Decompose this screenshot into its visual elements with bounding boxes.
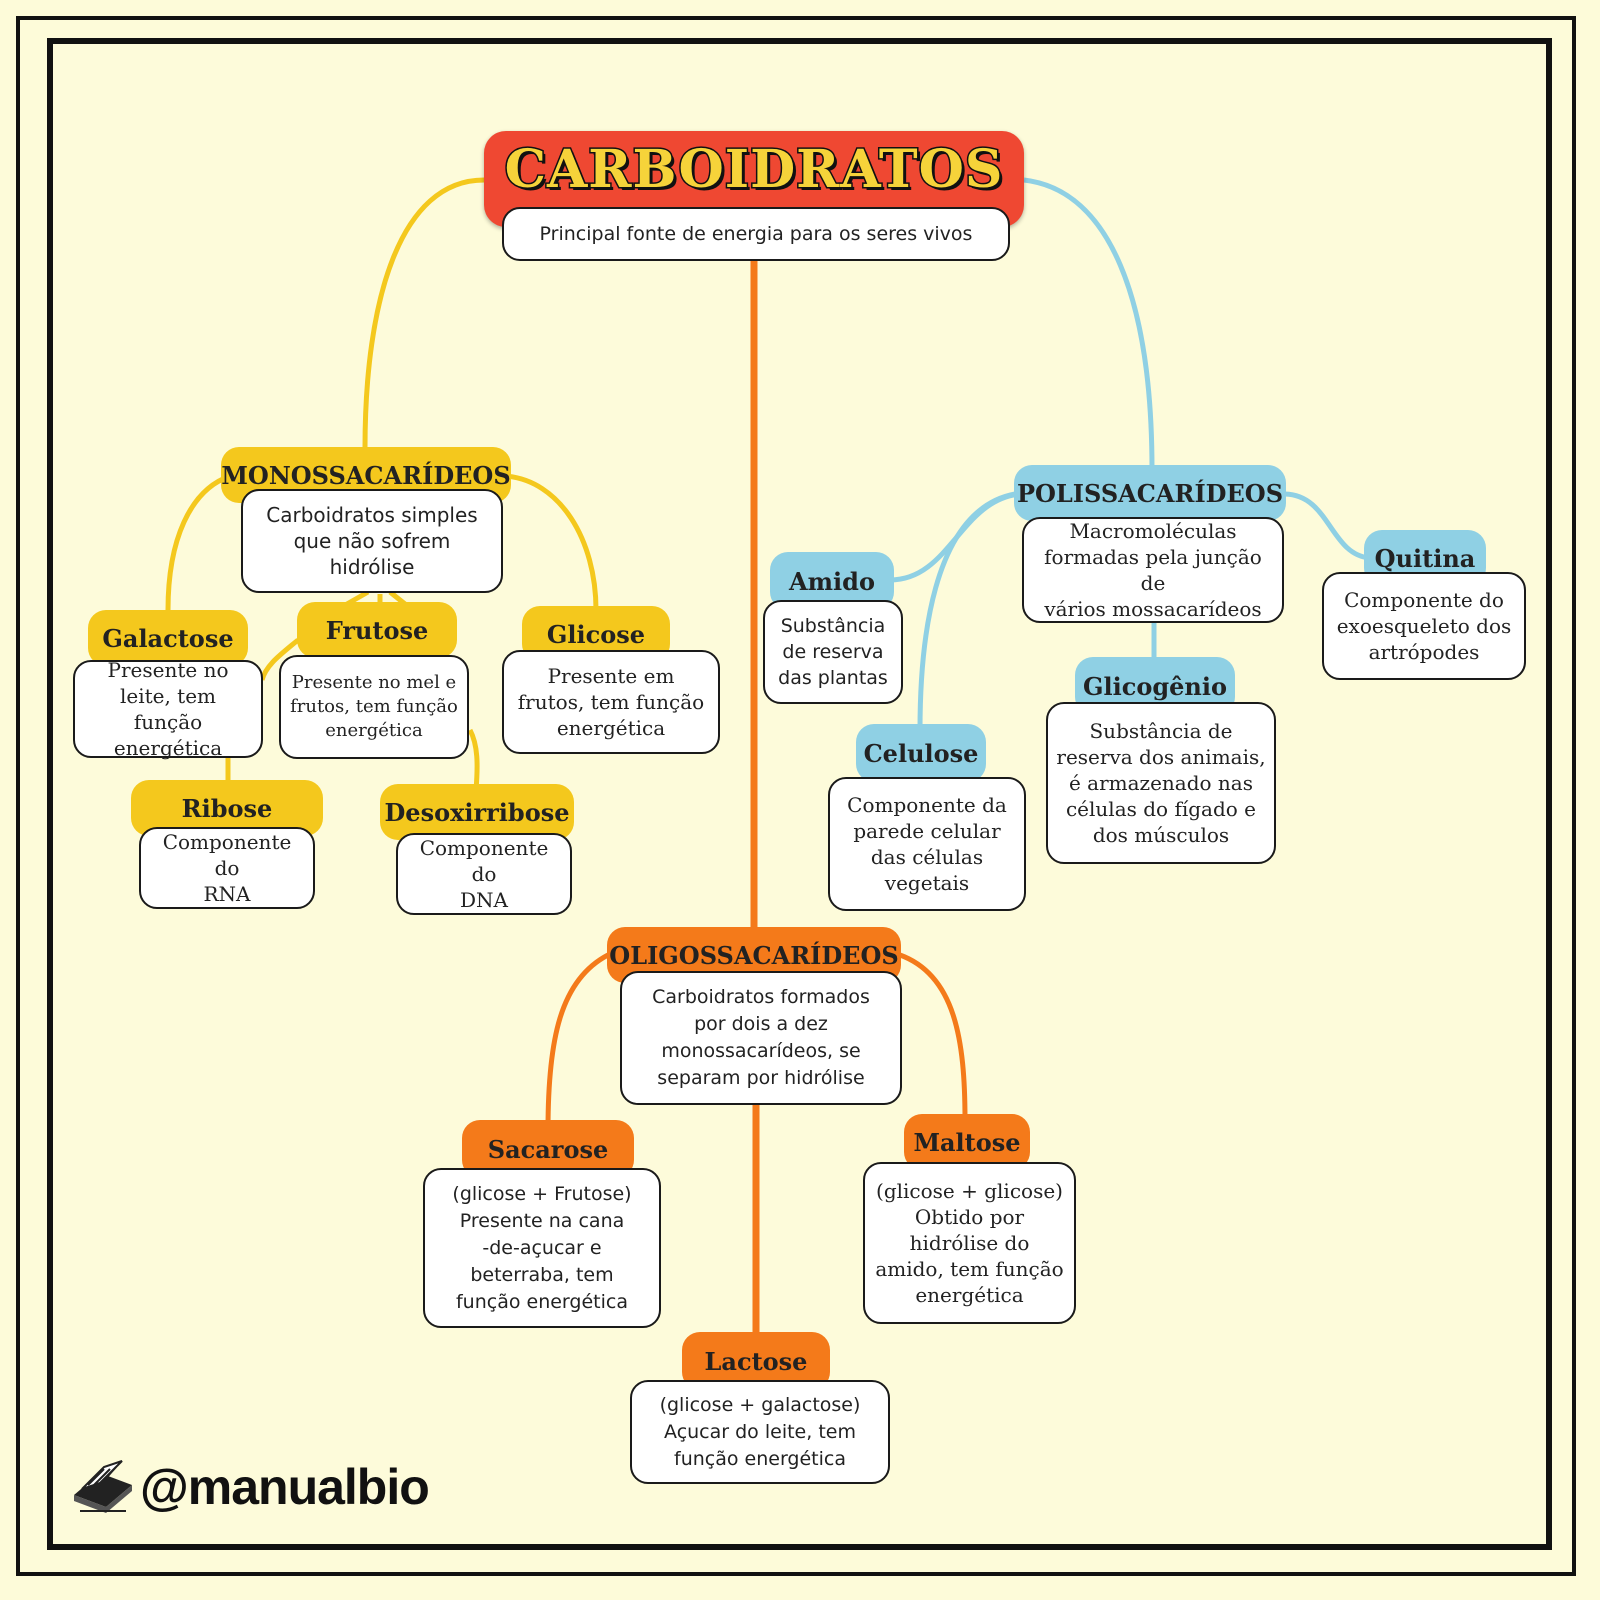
amido-desc: Substância de reserva das plantas	[763, 600, 903, 704]
link-mono-galactose	[165, 473, 231, 611]
page-title: CARBOIDRATOS	[503, 138, 1004, 202]
glicose-desc: Presente em frutos, tem função energétic…	[502, 650, 720, 754]
link-frutose-galactose	[259, 638, 300, 681]
link-mono-glicose	[504, 473, 599, 611]
lactose-desc: (glicose + galactose) Açucar do leite, t…	[630, 1380, 890, 1484]
celulose-label: Celulose	[856, 724, 986, 782]
quitina-desc: Componente do exoesqueleto dos artrópode…	[1322, 572, 1526, 680]
ribose-label: Ribose	[131, 780, 323, 836]
galactose-desc: Presente no leite, tem função energética	[73, 658, 263, 760]
link-poli-celulose	[917, 491, 1016, 731]
oligo-desc: Carboidratos formados por dois a dez mon…	[620, 971, 902, 1105]
celulose-desc: Componente da parede celular das células…	[828, 777, 1026, 911]
maltose-label: Maltose	[904, 1114, 1030, 1170]
galactose-label: Galactose	[88, 610, 248, 666]
ribose-desc: Componente do RNA	[139, 827, 315, 909]
maltose-desc: (glicose + glicose) Obtido por hidrólise…	[863, 1162, 1076, 1324]
link-frutose-desoxirribose	[467, 728, 480, 791]
desoxirribose-desc: Componente do DNA	[396, 833, 572, 915]
poli-label: POLISSACARÍDEOS	[1014, 465, 1286, 521]
frutose-desc: Presente no mel e frutos, tem função ene…	[279, 655, 469, 759]
frutose-label: Frutose	[297, 602, 457, 658]
link-oligo-sacarose	[545, 952, 610, 1131]
sacarose-desc: (glicose + Frutose) Presente na cana -de…	[423, 1168, 661, 1328]
link-poli-quitina	[1284, 491, 1371, 561]
link-oligo-maltose	[899, 952, 968, 1121]
mono-desc: Carboidratos simples que não sofrem hidr…	[241, 489, 503, 593]
desoxirribose-label: Desoxirribose	[380, 784, 574, 840]
poli-desc: Macromoléculas formadas pela junção de v…	[1022, 517, 1284, 623]
author-handle: @manualbio	[140, 1459, 430, 1515]
glicogenio-desc: Substância de reserva dos animais, é arm…	[1046, 702, 1276, 864]
link-title-mono	[362, 177, 485, 449]
outer-frame	[16, 16, 1576, 1576]
book-logo-icon	[74, 1460, 132, 1513]
subtitle-box: Principal fonte de energia para os seres…	[502, 207, 1010, 261]
link-title-poli	[1023, 177, 1155, 471]
